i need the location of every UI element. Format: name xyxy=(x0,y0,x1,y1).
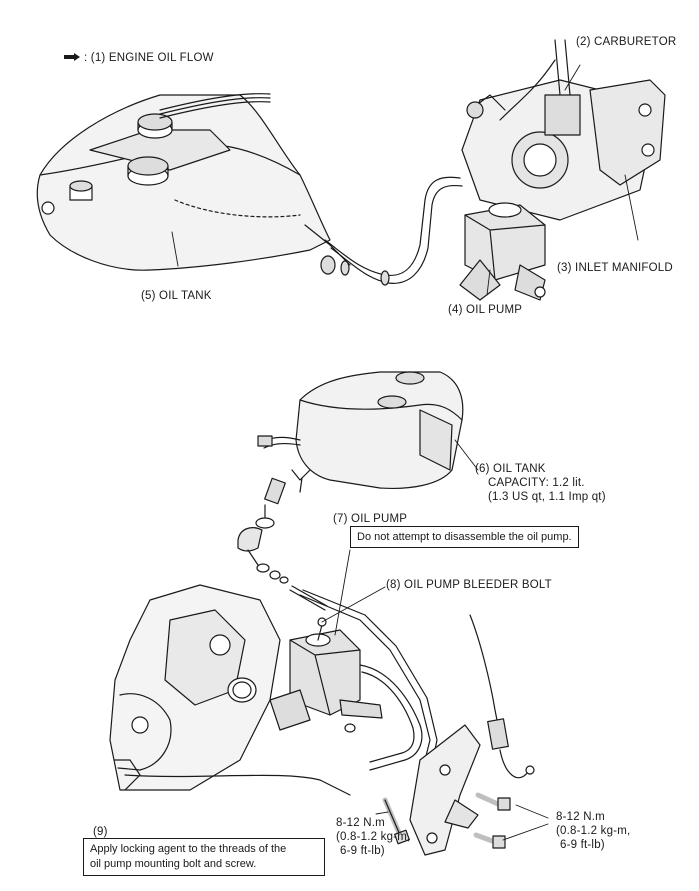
carburetor-drawing xyxy=(461,39,666,221)
torque-right-line3: 6-9 ft-lb) xyxy=(560,839,605,851)
locking-agent-number: (9) xyxy=(93,826,108,838)
oil-pump-top-drawing xyxy=(459,202,546,301)
locking-note-line2: oil pump mounting bolt and screw. xyxy=(90,858,257,870)
oil-tank-capacity-alt: (1.3 US qt, 1.1 Imp qt) xyxy=(488,491,606,503)
torque-left-line2: (0.8-1.2 kg-m, xyxy=(336,831,411,843)
throttle-cable-drawing xyxy=(469,614,535,779)
label-bleeder-bolt: (8) OIL PUMP BLEEDER BOLT xyxy=(386,579,552,591)
oil-tank-top-drawing xyxy=(36,93,351,271)
oil-hose-top xyxy=(320,176,463,286)
oil-tank-capacity: CAPACITY: 1.2 lit. xyxy=(488,477,585,489)
legend-text: : (1) ENGINE OIL FLOW xyxy=(84,52,214,64)
torque-left-line3: 6-9 ft-lb) xyxy=(340,845,385,857)
torque-spec-left: 8-12 N.m (0.8-1.2 kg-m, 6-9 ft-lb) xyxy=(336,816,410,858)
mounting-bolts xyxy=(382,792,511,849)
engine-case-drawing xyxy=(109,584,351,796)
label-oil-pump-bottom: (7) OIL PUMP xyxy=(333,513,408,525)
leader-lines-bottom xyxy=(321,439,549,841)
oil-pump-warning-box: Do not attempt to disassemble the oil pu… xyxy=(350,526,579,548)
mounting-bracket-drawing xyxy=(409,724,481,856)
torque-spec-right: 8-12 N.m (0.8-1.2 kg-m, 6-9 ft-lb) xyxy=(556,810,630,852)
oil-hose-bottom xyxy=(237,477,328,611)
flow-arrow-icon xyxy=(64,53,80,61)
label-carburetor: (2) CARBURETOR xyxy=(576,36,677,48)
label-oil-tank-top: (5) OIL TANK xyxy=(141,290,212,302)
oil-tank-bottom-drawing xyxy=(257,371,464,493)
locking-agent-note-box: Apply locking agent to the threads of th… xyxy=(83,838,325,876)
torque-left-line1: 8-12 N.m xyxy=(336,817,385,829)
leader-lines-top xyxy=(171,64,639,296)
locking-note-line1: Apply locking agent to the threads of th… xyxy=(90,843,287,855)
label-oil-pump-top: (4) OIL PUMP xyxy=(448,304,523,316)
oil-pump-bottom-drawing xyxy=(269,589,438,771)
label-inlet-manifold: (3) INLET MANIFOLD xyxy=(557,262,673,274)
torque-right-line1: 8-12 N.m xyxy=(556,811,605,823)
label-oil-tank-bottom: (6) OIL TANK xyxy=(475,463,546,475)
torque-right-line2: (0.8-1.2 kg-m, xyxy=(556,825,631,837)
